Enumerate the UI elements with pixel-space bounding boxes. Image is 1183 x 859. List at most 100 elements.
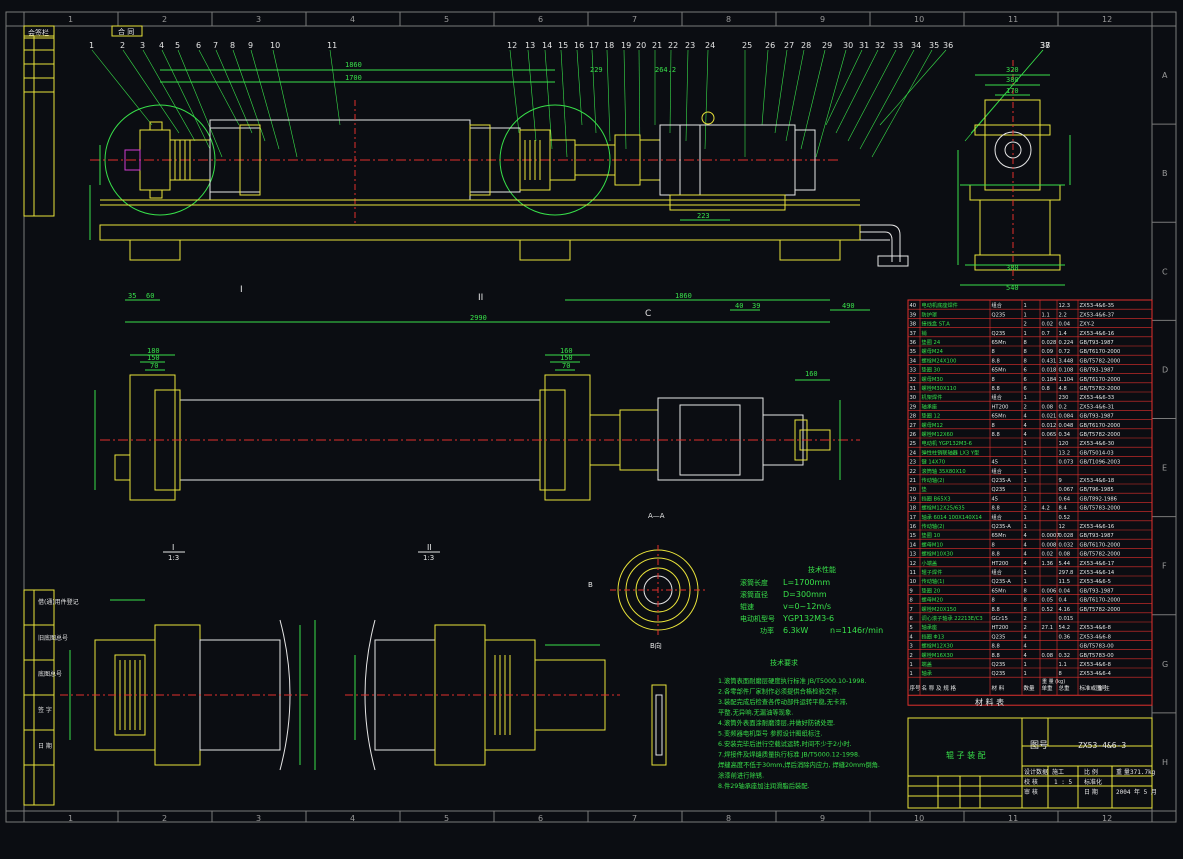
motor[interactable] [659, 111, 816, 211]
bom-cell: 19 [910, 496, 917, 502]
callout-1[interactable]: 1 [89, 41, 94, 50]
callout-33[interactable]: 33 [893, 41, 903, 50]
callout-24[interactable]: 24 [705, 41, 715, 50]
base-frame[interactable] [99, 199, 909, 267]
grid-col-8-top: 8 [726, 15, 731, 24]
callout-11[interactable]: 11 [327, 41, 337, 50]
callout-34[interactable]: 34 [911, 41, 921, 50]
callout-9[interactable]: 9 [248, 41, 253, 50]
plan-motor[interactable] [657, 397, 764, 481]
callout-22[interactable]: 22 [668, 41, 678, 50]
callout-26[interactable]: 26 [765, 41, 775, 50]
side-view[interactable]: 320 380 170 380 540 [957, 60, 1071, 292]
callout-37[interactable]: 37 [1040, 41, 1050, 50]
section-ii-detail[interactable]: II 1:3 [345, 543, 620, 771]
section-a-a[interactable]: A—A B B向 [588, 512, 706, 766]
callout-6[interactable]: 6 [196, 41, 201, 50]
callout-18[interactable]: 18 [604, 41, 614, 50]
tb-r3c: 日 期 [1084, 788, 1098, 796]
left-bearing-assembly[interactable] [124, 121, 261, 199]
callout-17[interactable]: 17 [589, 41, 599, 50]
callout-21[interactable]: 21 [652, 41, 662, 50]
callout-5[interactable]: 5 [175, 41, 180, 50]
callout-35[interactable]: 35 [929, 41, 939, 50]
callout-32[interactable]: 32 [875, 41, 885, 50]
callout-27[interactable]: 27 [784, 41, 794, 50]
tb-r2a: 校 核 [1024, 778, 1038, 786]
bom-cell: 1 [910, 671, 913, 677]
spec-5-key: 功率 [760, 626, 774, 635]
callout-16[interactable]: 16 [574, 41, 584, 50]
callout-38[interactable]: 38 [1040, 41, 1050, 50]
callout-10[interactable]: 10 [270, 41, 280, 50]
callout-25[interactable]: 25 [742, 41, 752, 50]
callout-36[interactable]: 36 [943, 41, 953, 50]
callout-7[interactable]: 7 [213, 41, 218, 50]
title-block[interactable] [907, 717, 1153, 809]
callout-30[interactable]: 30 [843, 41, 853, 50]
callout-19[interactable]: 19 [621, 41, 631, 50]
callout-29[interactable]: 29 [822, 41, 832, 50]
callout-13[interactable]: 13 [525, 41, 535, 50]
callout-14[interactable]: 14 [542, 41, 552, 50]
callout-3[interactable]: 3 [140, 41, 145, 50]
callout-28[interactable]: 28 [801, 41, 811, 50]
bom-cell: 螺母M10 [922, 540, 943, 548]
callout-20[interactable]: 20 [636, 41, 646, 50]
section-i-detail[interactable]: I 1:3 [60, 543, 316, 771]
right-bearing-assembly[interactable] [469, 124, 576, 196]
callout-2[interactable]: 2 [120, 41, 125, 50]
callout-12[interactable]: 12 [507, 41, 517, 50]
callout-23[interactable]: 23 [685, 41, 695, 50]
callout-15[interactable]: 15 [558, 41, 568, 50]
callout-4[interactable]: 4 [159, 41, 164, 50]
plan-view[interactable]: 180 150 70 160 150 70 160 [94, 347, 860, 501]
callout-31[interactable]: 31 [859, 41, 869, 50]
callout-8[interactable]: 8 [230, 41, 235, 50]
